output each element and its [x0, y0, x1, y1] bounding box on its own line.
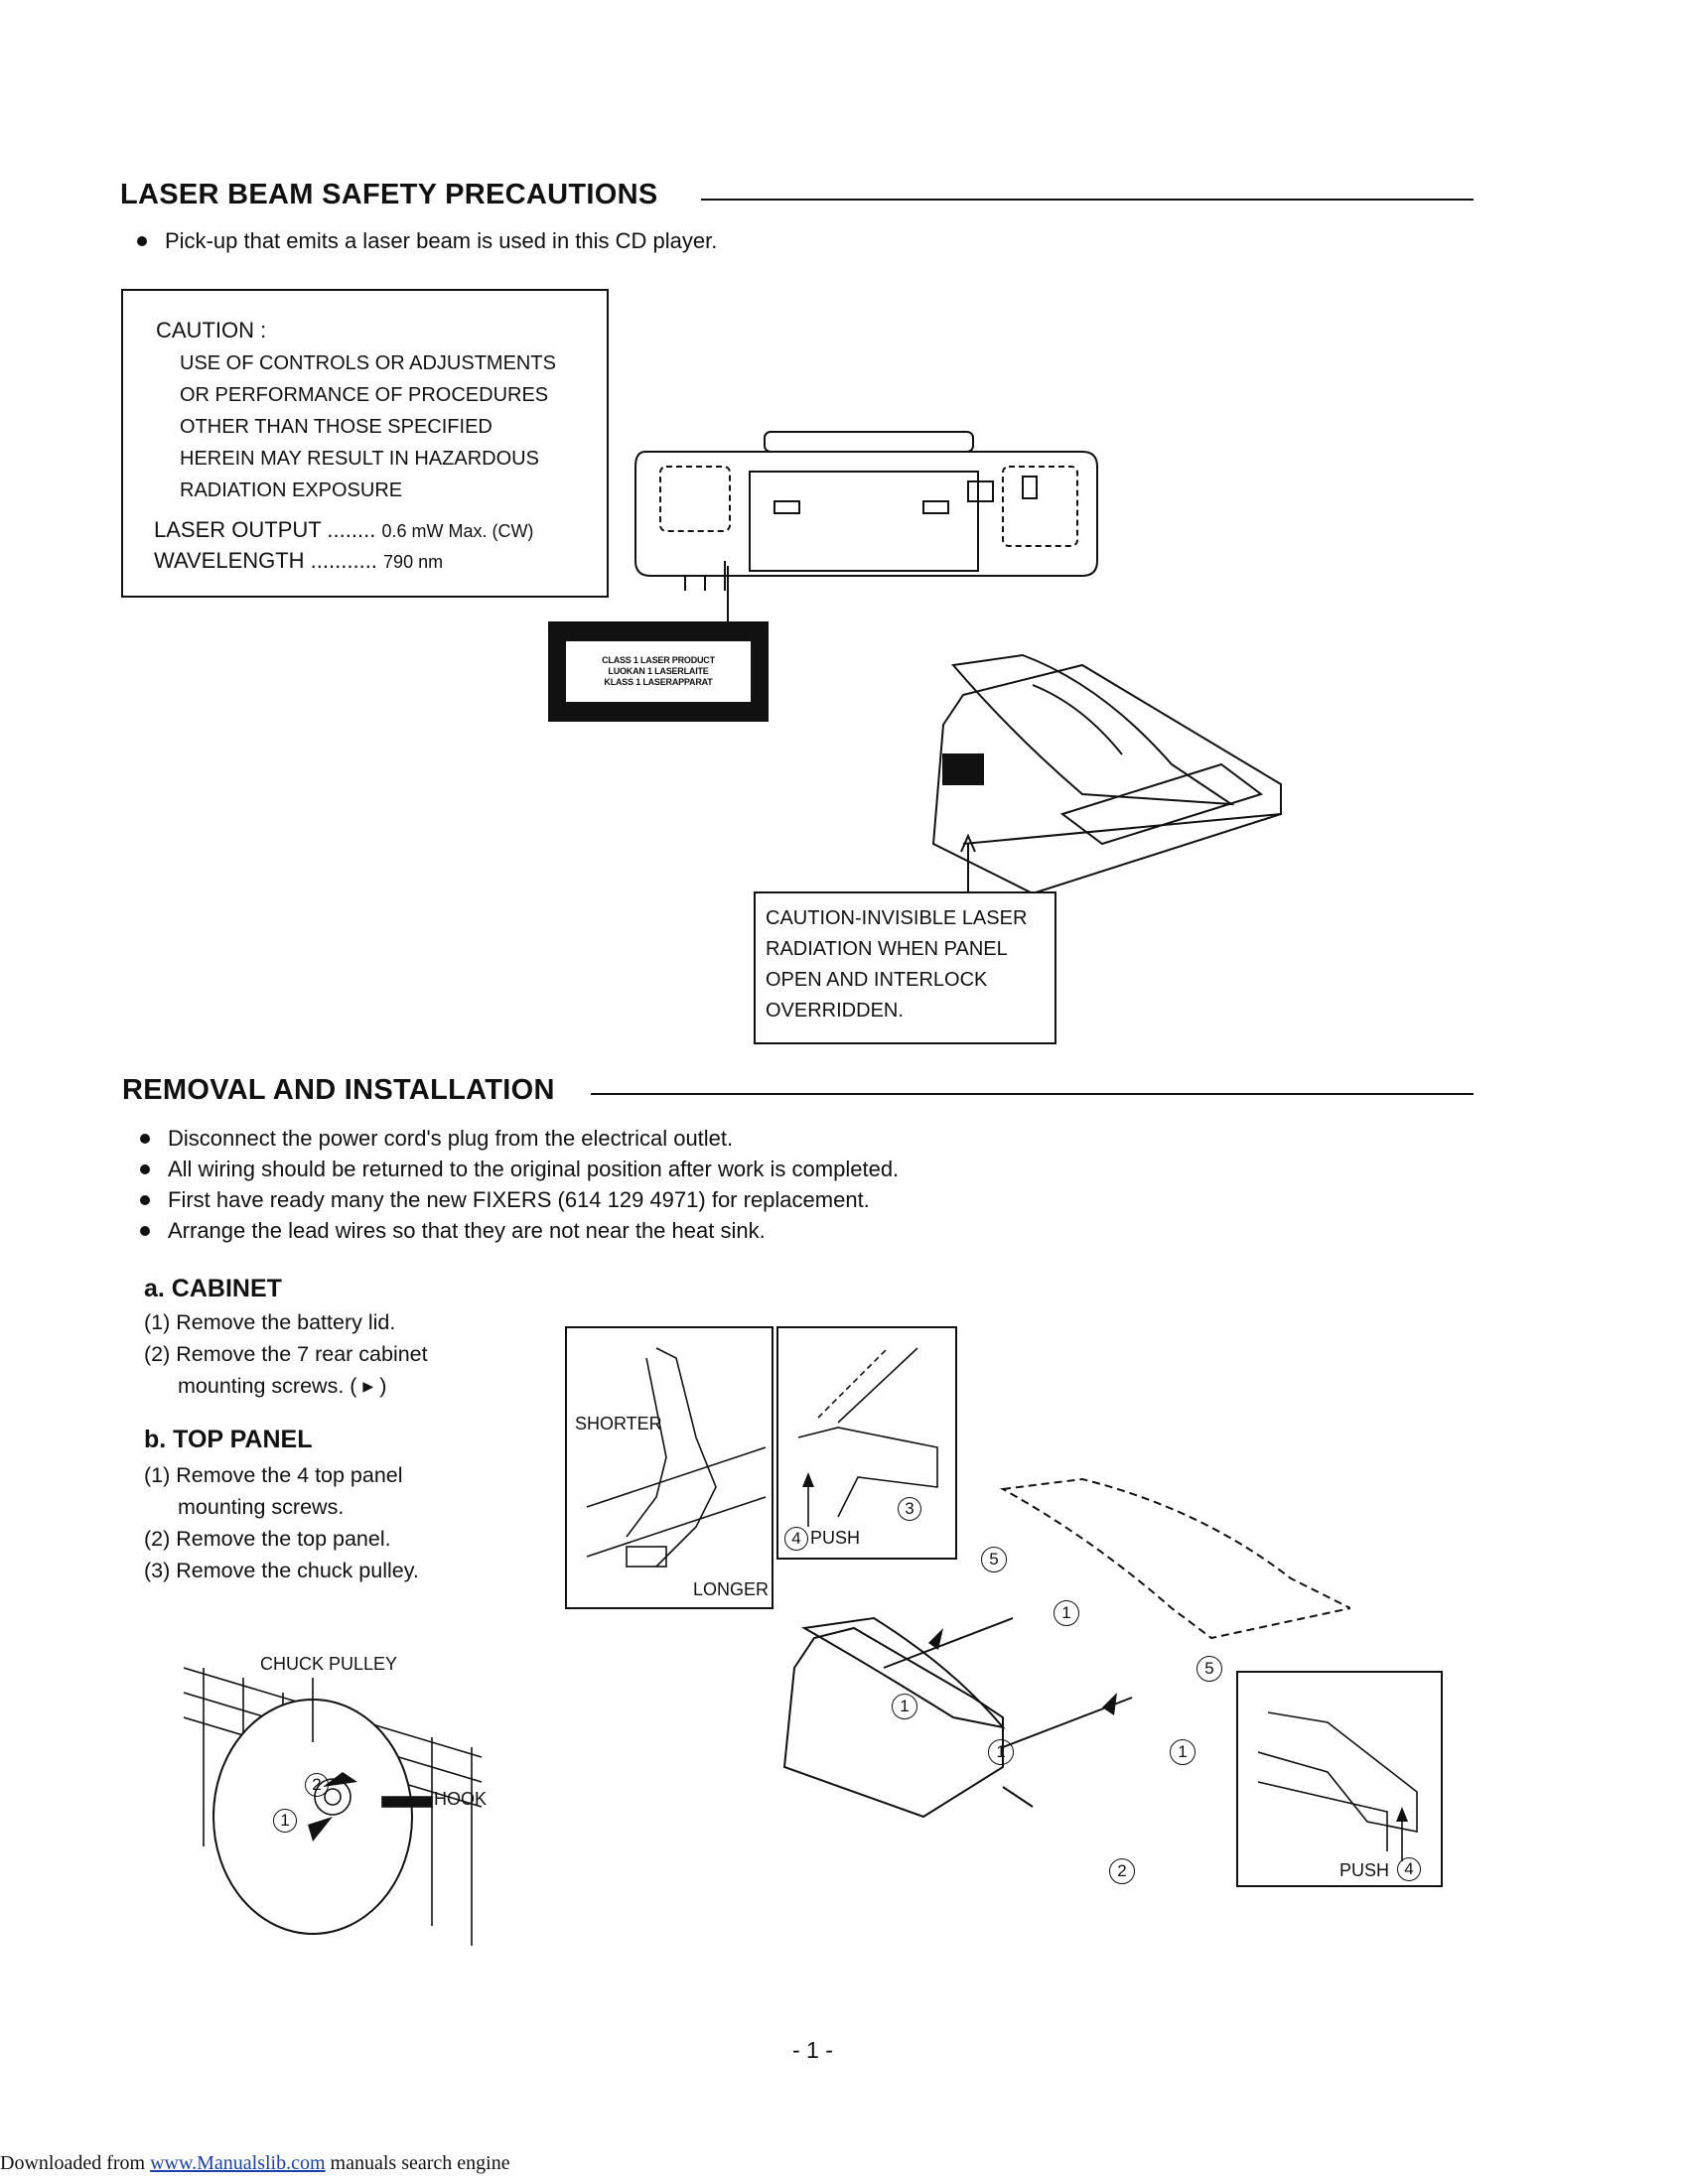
- cabinet-step-text: mounting screws. (: [178, 1374, 357, 1398]
- section-rule: [701, 199, 1474, 201]
- chuck-pulley-diagram: [184, 1667, 483, 1946]
- wavelength-value: 790 nm: [383, 552, 444, 572]
- laser-output-label: LASER OUTPUT ........: [154, 517, 376, 542]
- laser-bullet-list: Pick-up that emits a laser beam is used …: [127, 225, 717, 256]
- caution-title: CAUTION :: [156, 318, 267, 342]
- shorter-label: SHORTER: [575, 1414, 662, 1433]
- wavelength-label: WAVELENGTH ...........: [154, 548, 377, 573]
- caution-line: USE OF CONTROLS OR ADJUSTMENTS: [180, 352, 556, 374]
- class1-line: LUOKAN 1 LASERLAITE: [608, 666, 709, 676]
- invisible-caution-line: CAUTION-INVISIBLE LASER: [766, 907, 1028, 929]
- removal-bullet: First have ready many the new FIXERS (61…: [130, 1184, 899, 1215]
- hook-label: HOOK: [434, 1789, 488, 1809]
- removal-bullet: All wiring should be returned to the ori…: [130, 1154, 899, 1184]
- caution-line: OR PERFORMANCE OF PROCEDURES: [180, 384, 549, 406]
- step-number-5: 5: [981, 1547, 1007, 1572]
- step-number-4: 4: [784, 1527, 808, 1551]
- caution-box: CAUTION : USE OF CONTROLS OR ADJUSTMENTS…: [121, 289, 609, 598]
- footer: Downloaded from www.Manualslib.com manua…: [0, 2152, 510, 2175]
- caution-line: OTHER THAN THOSE SPECIFIED: [180, 416, 492, 438]
- cabinet-step-close: ): [379, 1374, 387, 1398]
- screw-arrow-icon: ▸: [362, 1374, 374, 1398]
- step-number-1: 1: [988, 1739, 1014, 1765]
- section-rule: [591, 1093, 1474, 1095]
- top-panel-step-cont: mounting screws.: [178, 1495, 345, 1519]
- invisible-laser-caution-box: CAUTION-INVISIBLE LASER RADIATION WHEN P…: [754, 891, 1056, 1044]
- step-number-1: 1: [1170, 1739, 1196, 1765]
- section-title-laser-safety: LASER BEAM SAFETY PRECAUTIONS: [120, 179, 658, 210]
- laser-output-value: 0.6 mW Max. (CW): [381, 521, 534, 541]
- invisible-caution-line: OPEN AND INTERLOCK: [766, 969, 988, 991]
- step-number-4: 4: [1397, 1857, 1421, 1881]
- top-panel-step: (2) Remove the top panel.: [144, 1527, 391, 1551]
- top-panel-step: (1) Remove the 4 top panel: [144, 1463, 403, 1487]
- invisible-caution-line: OVERRIDDEN.: [766, 1000, 904, 1022]
- caution-line: HEREIN MAY RESULT IN HAZARDOUS: [180, 448, 539, 470]
- laser-bullet: Pick-up that emits a laser beam is used …: [127, 225, 717, 256]
- cd-player-rear-drawing: [634, 431, 1098, 591]
- cd-player-open-drawing: [931, 653, 1282, 895]
- cabinet-steps: (1) Remove the battery lid. (2) Remove t…: [144, 1306, 428, 1402]
- cabinet-heading: a. CABINET: [144, 1275, 282, 1302]
- caution-arrow: [960, 834, 976, 893]
- step-number-1: 1: [1054, 1600, 1079, 1626]
- detail-box-push-top: 4 PUSH 3: [776, 1326, 957, 1560]
- invisible-caution-line: RADIATION WHEN PANEL: [766, 938, 1008, 960]
- longer-label: LONGER: [693, 1579, 770, 1599]
- section-title-removal: REMOVAL AND INSTALLATION: [122, 1074, 555, 1106]
- top-panel-heading: b. TOP PANEL: [144, 1426, 313, 1453]
- class1-line: KLASS 1 LASERAPPARAT: [604, 677, 713, 687]
- caution-line: RADIATION EXPOSURE: [180, 479, 403, 501]
- top-panel-step: (3) Remove the chuck pulley.: [144, 1559, 419, 1582]
- latch-detail-drawing: [586, 1347, 767, 1568]
- push-label: PUSH: [1339, 1860, 1390, 1880]
- step-number-2: 2: [1109, 1858, 1135, 1884]
- laser-output-row: LASER OUTPUT ........ 0.6 mW Max. (CW): [154, 517, 533, 543]
- push-detail-drawing-bottom: [1257, 1711, 1418, 1861]
- removal-bullet: Disconnect the power cord's plug from th…: [130, 1123, 899, 1154]
- invisible-caution-text: CAUTION-INVISIBLE LASER RADIATION WHEN P…: [766, 903, 1027, 1026]
- caution-text: USE OF CONTROLS OR ADJUSTMENTS OR PERFOR…: [180, 347, 556, 506]
- step-number-2: 2: [305, 1773, 329, 1797]
- step-number-5: 5: [1196, 1656, 1222, 1682]
- top-panel-steps: (1) Remove the 4 top panel mounting scre…: [144, 1459, 419, 1586]
- detail-box-shorter-longer: SHORTER LONGER: [565, 1326, 774, 1609]
- class1-line: CLASS 1 LASER PRODUCT: [602, 655, 715, 665]
- push-detail-drawing-top: [797, 1347, 938, 1527]
- top-panel-exploded-drawing: [782, 1477, 1350, 1819]
- manualslib-link[interactable]: www.Manualslib.com: [150, 2152, 326, 2174]
- cabinet-step-cont: mounting screws. ( ▸ ): [144, 1370, 428, 1402]
- page-number: - 1 -: [792, 2037, 833, 2063]
- chuck-pulley-label: CHUCK PULLEY: [260, 1654, 398, 1674]
- class1-laser-label: CLASS 1 LASER PRODUCT LUOKAN 1 LASERLAIT…: [548, 621, 769, 722]
- step-number-1: 1: [892, 1694, 917, 1719]
- step-number-3: 3: [898, 1497, 921, 1521]
- detail-box-push-bottom: PUSH 4: [1236, 1671, 1443, 1887]
- footer-prefix: Downloaded from: [0, 2152, 146, 2174]
- label-leader-line: [727, 566, 729, 625]
- removal-bullet-list: Disconnect the power cord's plug from th…: [130, 1123, 899, 1246]
- wavelength-row: WAVELENGTH ........... 790 nm: [154, 548, 443, 574]
- step-number-1: 1: [273, 1809, 297, 1833]
- cabinet-step: (1) Remove the battery lid.: [144, 1310, 396, 1334]
- cabinet-step: (2) Remove the 7 rear cabinet: [144, 1342, 428, 1366]
- footer-suffix: manuals search engine: [330, 2152, 510, 2174]
- push-label: PUSH: [810, 1528, 861, 1548]
- removal-bullet: Arrange the lead wires so that they are …: [130, 1215, 899, 1246]
